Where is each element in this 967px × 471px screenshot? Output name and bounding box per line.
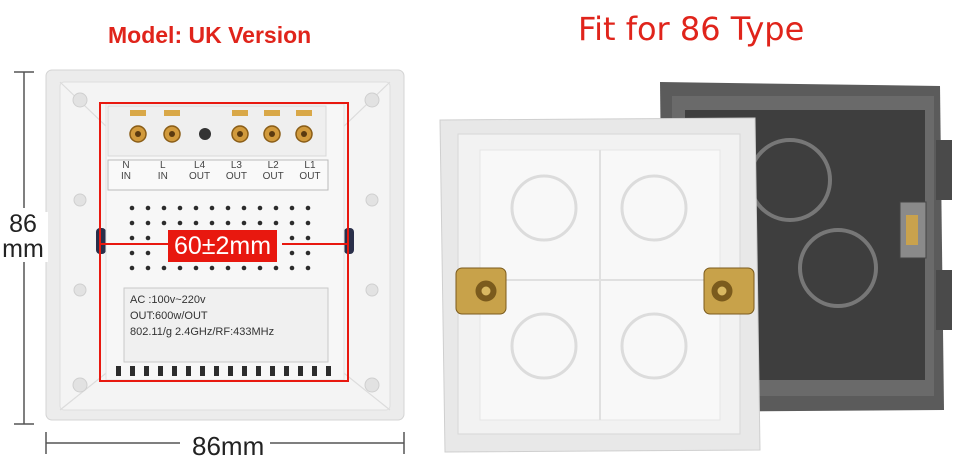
vent-hole xyxy=(209,265,215,271)
right-mount-slot xyxy=(344,228,354,254)
vent-hole xyxy=(129,235,135,241)
vent-hole xyxy=(193,220,199,226)
bottom-vent xyxy=(200,366,205,376)
white-junction-box xyxy=(439,117,761,453)
vent-hole xyxy=(161,265,167,271)
horizontal-dimension-line xyxy=(45,432,405,454)
fit-caption: Fit for 86 Type xyxy=(578,10,805,48)
left-mount-slot xyxy=(96,228,106,254)
vertical-dimension-line xyxy=(14,71,34,425)
bottom-vent xyxy=(298,366,303,376)
vent-hole xyxy=(225,205,231,211)
bottom-vent xyxy=(144,366,149,376)
vent-hole xyxy=(305,265,311,271)
mount-bracket-left xyxy=(455,267,507,315)
vent-hole xyxy=(145,220,151,226)
bottom-vent xyxy=(284,366,289,376)
vent-hole xyxy=(273,265,279,271)
spec-line: AC :100v~220v xyxy=(130,294,206,306)
spec-line: 802.11/g 2.4GHz/RF:433MHz xyxy=(130,326,275,338)
height-value: 86 xyxy=(9,210,37,238)
vent-hole xyxy=(225,265,231,271)
model-caption: Model: UK Version xyxy=(108,22,312,48)
vent-hole xyxy=(209,205,215,211)
vent-hole xyxy=(257,205,263,211)
vent-hole xyxy=(241,205,247,211)
vent-hole xyxy=(273,205,279,211)
vent-hole xyxy=(145,250,151,256)
bottom-vent xyxy=(312,366,317,376)
bottom-vents xyxy=(116,366,331,376)
vent-hole xyxy=(289,220,295,226)
vent-hole xyxy=(193,265,199,271)
spec-label: AC :100v~220v OUT:600w/OUT 802.11/g 2.4G… xyxy=(130,292,330,362)
vent-hole xyxy=(305,235,311,241)
vent-hole xyxy=(129,250,135,256)
vent-hole xyxy=(305,205,311,211)
height-dimension-label: 86 mm xyxy=(0,212,48,262)
bottom-vent xyxy=(214,366,219,376)
vent-hole xyxy=(145,205,151,211)
width-dimension-label: 86mm xyxy=(186,431,271,462)
vent-hole xyxy=(177,265,183,271)
vent-hole xyxy=(241,265,247,271)
vent-hole xyxy=(289,235,295,241)
vent-hole xyxy=(129,220,135,226)
vent-hole xyxy=(193,205,199,211)
bottom-vent xyxy=(228,366,233,376)
bottom-vent xyxy=(256,366,261,376)
vent-hole xyxy=(161,220,167,226)
vent-hole xyxy=(129,265,135,271)
vent-hole xyxy=(129,205,135,211)
vent-hole xyxy=(145,265,151,271)
vent-hole xyxy=(257,220,263,226)
vent-hole xyxy=(289,205,295,211)
bottom-vent xyxy=(326,366,331,376)
vent-hole xyxy=(177,220,183,226)
bottom-vent xyxy=(172,366,177,376)
vent-hole xyxy=(257,265,263,271)
vent-hole xyxy=(241,220,247,226)
bottom-vent xyxy=(130,366,135,376)
terminal-screws xyxy=(129,110,313,143)
vent-hole xyxy=(209,220,215,226)
vent-hole xyxy=(177,205,183,211)
inner-dimension-frame xyxy=(99,102,349,382)
mount-bracket-right xyxy=(703,267,755,315)
vent-hole xyxy=(161,205,167,211)
height-unit: mm xyxy=(2,235,44,263)
vent-hole xyxy=(305,220,311,226)
vent-hole xyxy=(225,220,231,226)
vent-hole xyxy=(305,250,311,256)
bottom-vent xyxy=(116,366,121,376)
vent-hole xyxy=(145,235,151,241)
bottom-vent xyxy=(242,366,247,376)
vent-hole xyxy=(289,250,295,256)
bottom-vent xyxy=(186,366,191,376)
spec-line: OUT:600w/OUT xyxy=(130,310,208,322)
vent-hole xyxy=(273,220,279,226)
bottom-vent xyxy=(158,366,163,376)
bottom-vent xyxy=(270,366,275,376)
inner-dimension-label: 60±2mm xyxy=(168,230,278,262)
vent-hole xyxy=(289,265,295,271)
vent-holes xyxy=(129,205,311,271)
